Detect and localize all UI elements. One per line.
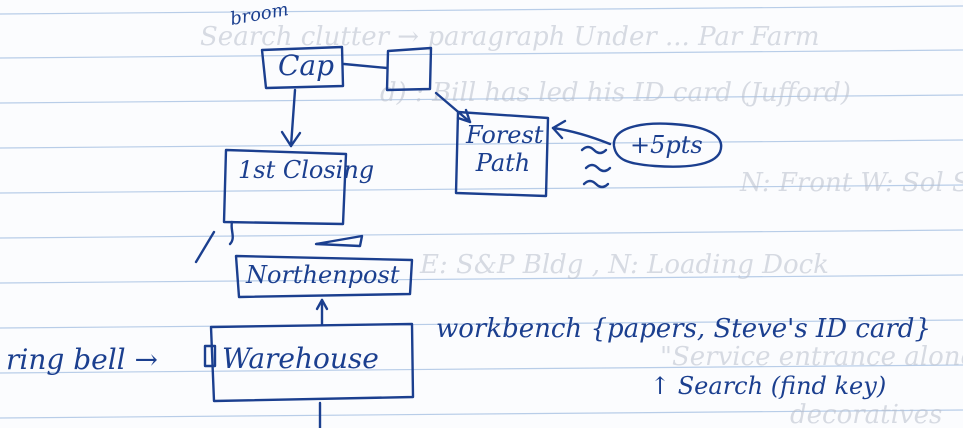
arrow-head — [551, 119, 567, 140]
ring-bell-label: ring bell → — [6, 343, 158, 376]
warehouse-label: Warehouse — [222, 342, 379, 375]
cap-box — [260, 45, 345, 90]
ghost-text-line: E: S&P Bldg , N: Loading Dock — [420, 250, 829, 280]
closing-label: 1st Closing — [238, 158, 374, 182]
closing-label-text: 1st Closing — [238, 156, 375, 184]
search-label: ↑ Search (find key) — [650, 372, 887, 400]
arrow-to-forest-path — [434, 91, 472, 124]
pen-stroke — [194, 230, 216, 264]
northenpost-label: Northenpost — [246, 261, 400, 289]
wavy-marks — [580, 145, 608, 155]
forest-path-label: Forest Path — [466, 121, 544, 177]
empty-box — [385, 46, 433, 92]
forest-path-label-text: Forest Path — [466, 121, 544, 177]
bell-marker — [203, 344, 217, 368]
pen-stroke — [228, 220, 234, 246]
northenpost-box — [234, 254, 414, 299]
wavy-marks — [582, 179, 610, 189]
arrow-head — [280, 130, 302, 148]
workbench-label: workbench {papers, Steve's ID card} — [436, 314, 931, 344]
closing-box — [222, 148, 348, 226]
connector-line — [342, 62, 389, 70]
arrow-from-spots — [551, 126, 612, 146]
spots-label: +5pts — [630, 131, 703, 159]
ghost-text-line: d) : Bill has led his ID card (Jufford) — [380, 78, 851, 108]
ghost-text-line: Search clutter → paragraph Under ... Par… — [200, 22, 820, 52]
forest-path-box — [454, 110, 550, 198]
ghost-text-line: N: Front W: Sol Shelf — [740, 168, 963, 198]
arrow-head — [315, 298, 329, 311]
spots-circle — [612, 122, 723, 168]
warehouse-box — [209, 322, 415, 403]
arrow-cap-to-closing — [289, 88, 297, 148]
cap-label: Cap — [278, 49, 335, 82]
wavy-marks — [584, 163, 612, 173]
ghost-text-line: decoratives — [790, 400, 943, 428]
flag-mark — [314, 234, 364, 248]
ghost-text-line: "Service entrance alone in bell" — [660, 342, 963, 372]
